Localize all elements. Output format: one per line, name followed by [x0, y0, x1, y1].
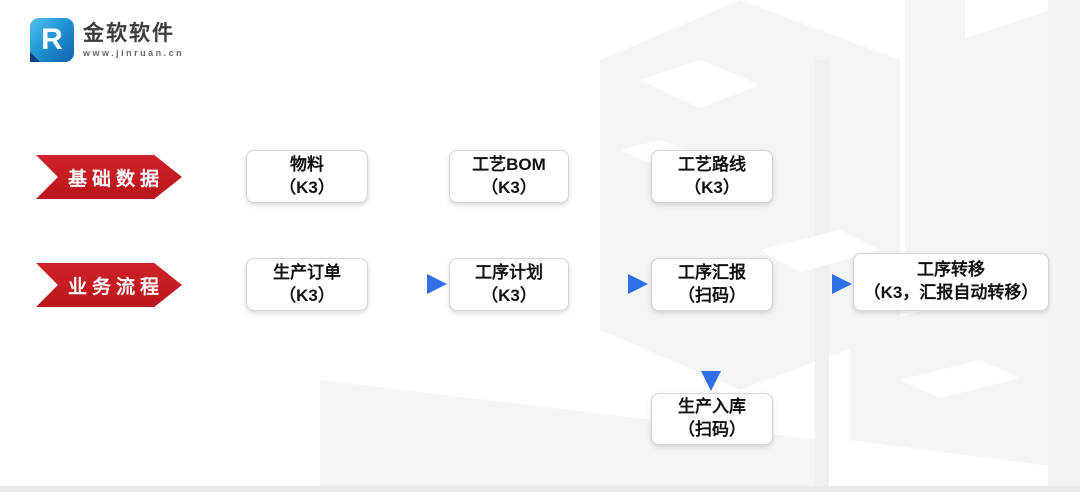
- arrow-right-icon: [572, 274, 648, 294]
- node-title: 工艺路线: [678, 154, 746, 174]
- company-name: 金软软件: [83, 22, 175, 46]
- node-title: 物料: [290, 154, 324, 174]
- node-production-inbound-scan: 生产入库 （扫码）: [651, 393, 773, 445]
- node-title: 生产订单: [273, 262, 341, 282]
- jinruan-logo-icon: R: [30, 18, 74, 62]
- node-title: 生产入库: [678, 397, 746, 417]
- node-title: 工序计划: [475, 262, 543, 282]
- node-title: 工序汇报: [678, 262, 746, 282]
- node-production-order-k3: 生产订单 （K3）: [246, 258, 368, 311]
- node-operation-plan-k3: 工序计划 （K3）: [449, 258, 569, 311]
- row-label-text: 基础数据: [67, 168, 164, 190]
- node-subtitle: （K3）: [279, 285, 335, 305]
- company-url: www.jinruan.cn: [83, 47, 185, 58]
- company-logo: R 金软软件 www.jinruan.cn: [30, 18, 184, 62]
- arrow-right-icon: [371, 274, 447, 294]
- node-subtitle: （扫码）: [678, 420, 746, 439]
- node-operation-report-scan: 工序汇报 （扫码）: [651, 258, 773, 311]
- node-operation-transfer-k3: 工序转移 （K3，汇报自动转移）: [853, 253, 1049, 311]
- node-title: 工艺BOM: [472, 154, 546, 174]
- node-subtitle: （K3）: [481, 177, 537, 197]
- node-subtitle: （K3，汇报自动转移）: [863, 283, 1039, 302]
- arrow-down-icon: [701, 313, 721, 391]
- logo-text-block: 金软软件 www.jinruan.cn: [83, 22, 184, 57]
- row-label-text: 业务流程: [67, 276, 164, 298]
- node-material-k3: 物料 （K3）: [246, 150, 368, 203]
- node-subtitle: （K3）: [684, 177, 740, 197]
- node-subtitle: （K3）: [279, 177, 335, 197]
- bottom-divider: [0, 486, 1080, 492]
- arrow-right-icon: [776, 274, 852, 294]
- node-title: 工序转移: [917, 260, 985, 280]
- row-label-business-process: 业务流程: [36, 263, 182, 307]
- row-label-basic-data: 基础数据: [36, 155, 182, 199]
- node-subtitle: （K3）: [481, 285, 537, 305]
- node-subtitle: （扫码）: [678, 285, 746, 305]
- node-process-bom-k3: 工艺BOM （K3）: [449, 150, 569, 203]
- node-process-routing-k3: 工艺路线 （K3）: [651, 150, 773, 203]
